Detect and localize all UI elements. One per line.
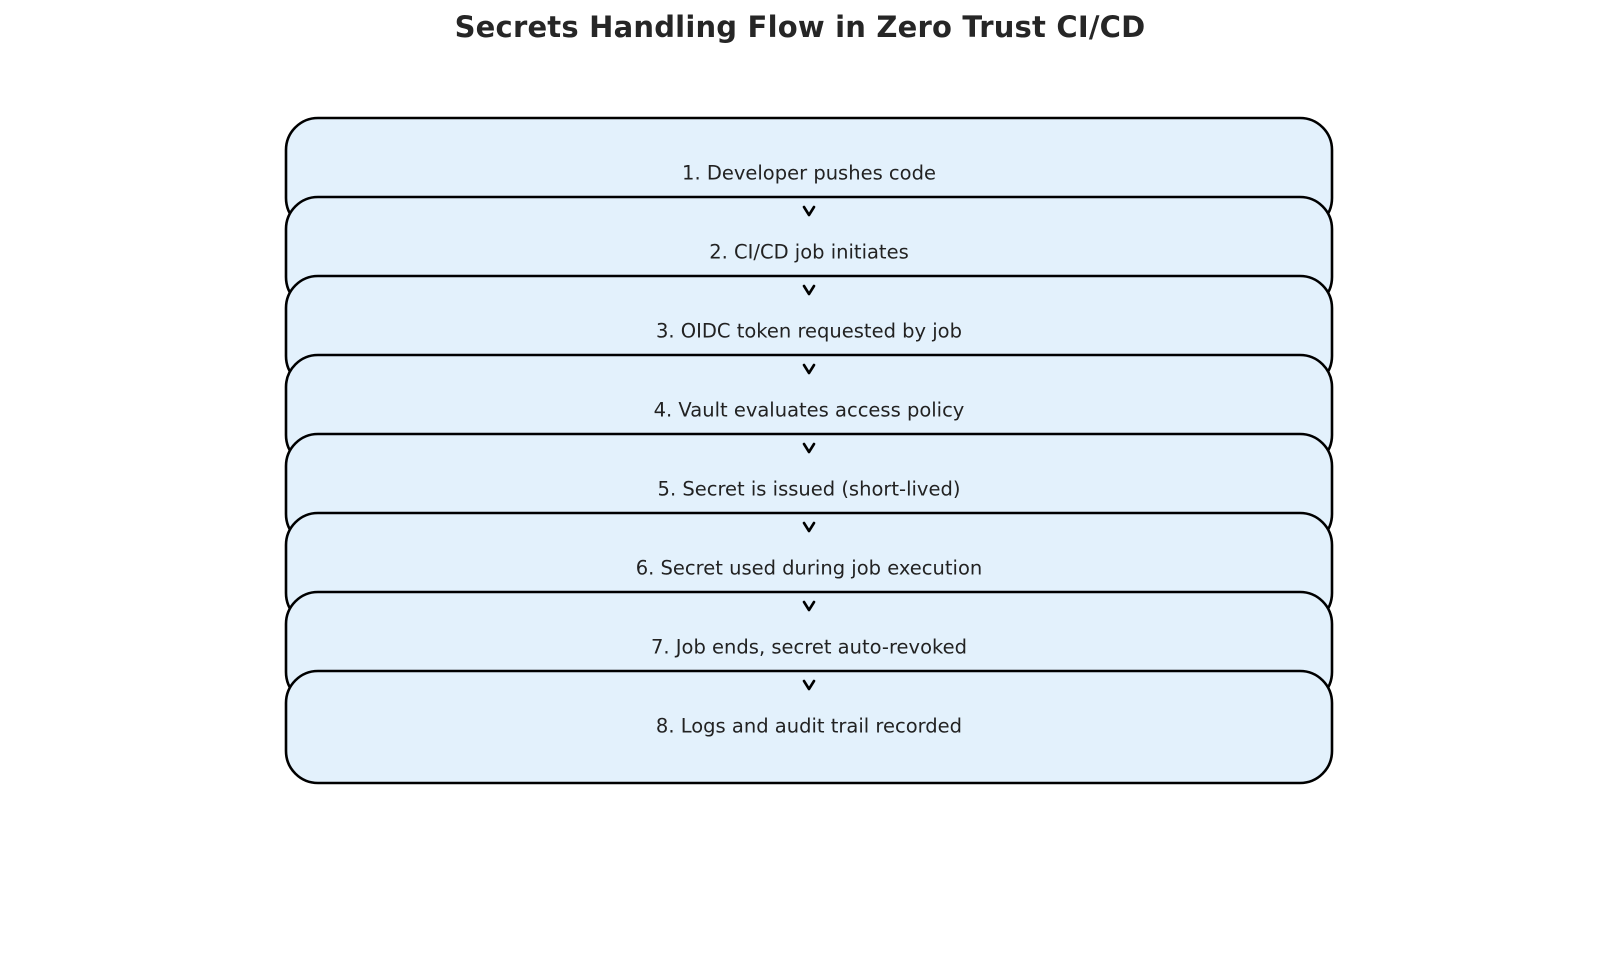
flow-arrow-icon <box>802 363 816 375</box>
flow-step-8: 8. Logs and audit trail recorded <box>284 669 1334 785</box>
step-label: 4. Vault evaluates access policy <box>654 399 965 422</box>
step-label: 7. Job ends, secret auto-revoked <box>651 636 967 659</box>
flow-arrow-icon <box>802 284 816 296</box>
flow-arrow-icon <box>802 521 816 533</box>
step-label: 6. Secret used during job execution <box>636 557 982 580</box>
step-label: 8. Logs and audit trail recorded <box>656 715 962 738</box>
step-label: 5. Secret is issued (short-lived) <box>658 478 961 501</box>
step-label: 3. OIDC token requested by job <box>656 320 962 343</box>
flow-arrow-icon <box>802 205 816 217</box>
flow-arrow-icon <box>802 600 816 612</box>
step-box <box>284 669 1334 785</box>
flow-arrow-icon <box>802 442 816 454</box>
step-label: 2. CI/CD job initiates <box>709 241 909 264</box>
flow-arrow-icon <box>802 679 816 691</box>
step-label: 1. Developer pushes code <box>682 162 936 185</box>
diagram-title: Secrets Handling Flow in Zero Trust CI/C… <box>454 10 1146 44</box>
